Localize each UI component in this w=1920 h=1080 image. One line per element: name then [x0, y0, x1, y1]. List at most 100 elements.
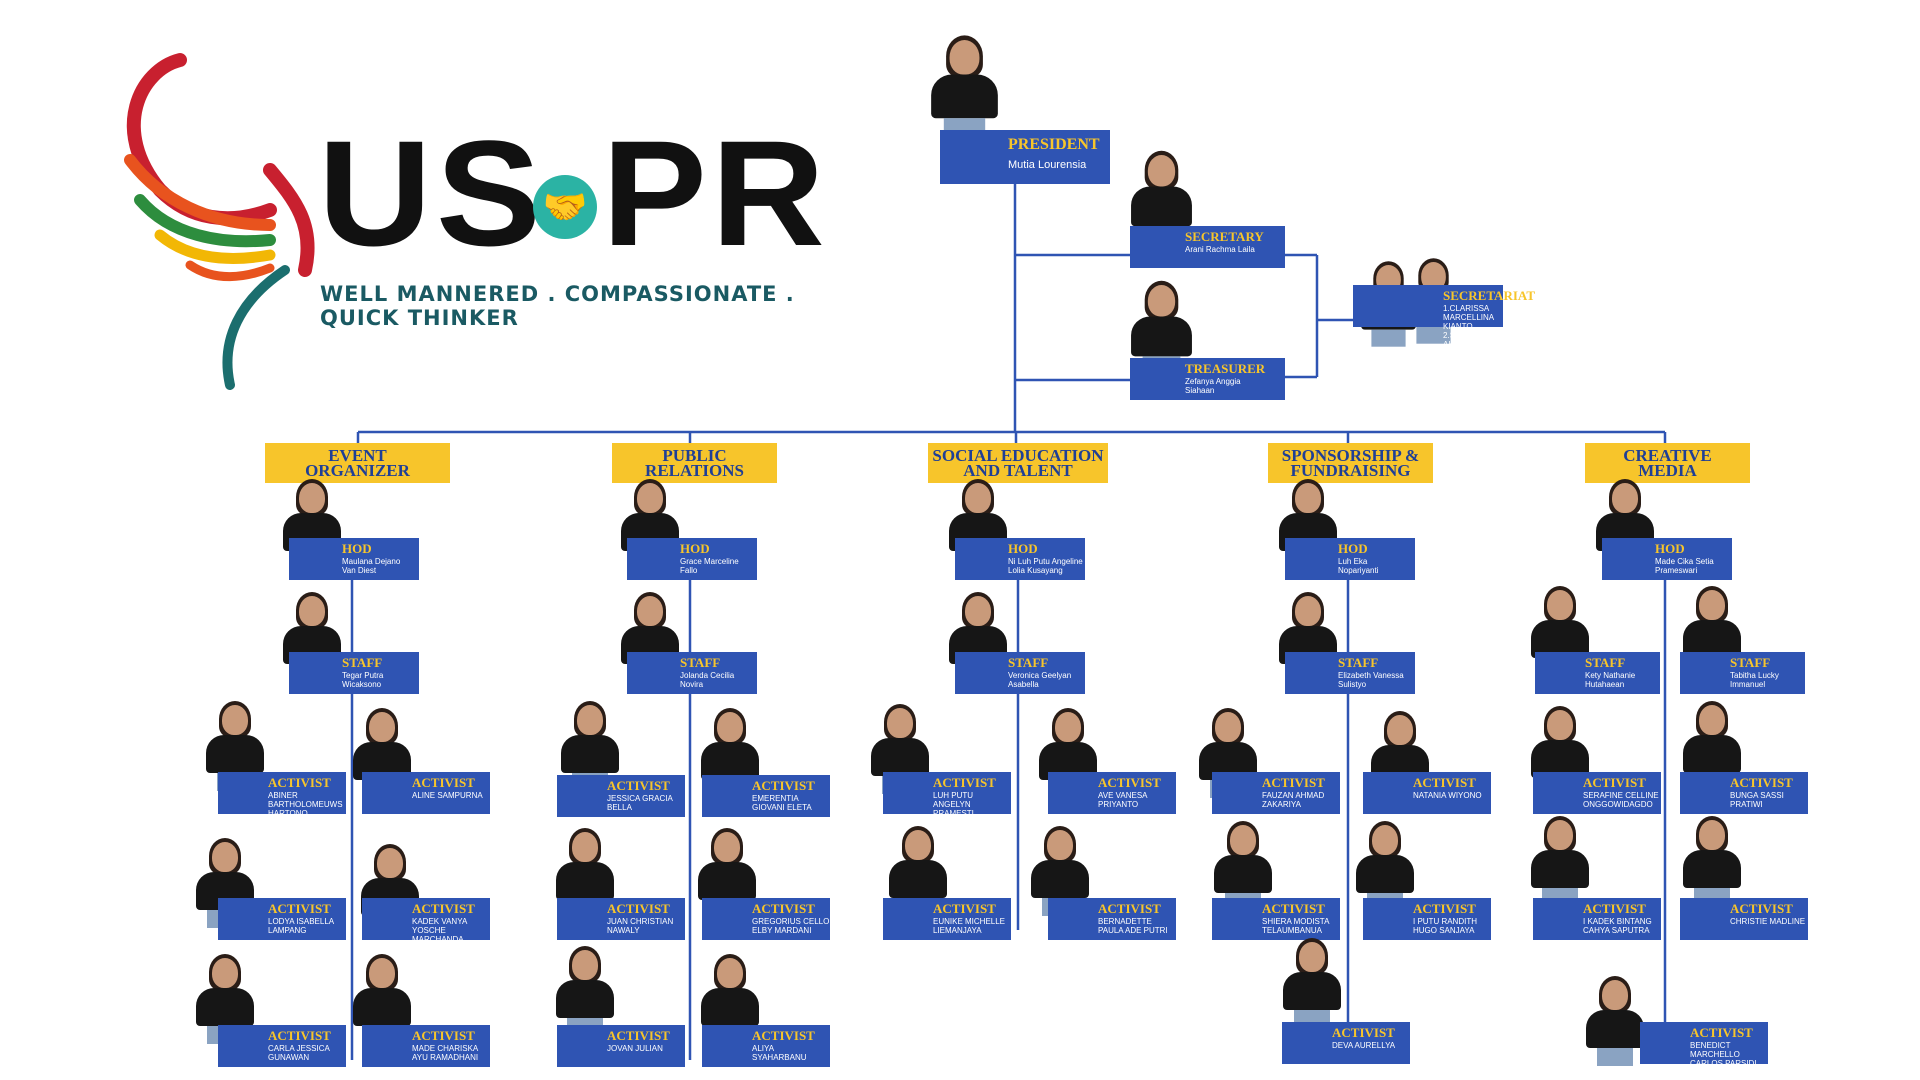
- member-name: EMERENTIA GIOVANI ELETA: [752, 794, 812, 812]
- member-role: ACTIVIST: [412, 901, 475, 916]
- member-name: I PUTU RANDITH HUGO SANJAYA: [1413, 917, 1477, 935]
- member-name: CHRISTIE MADLINE: [1730, 917, 1806, 926]
- member-name: LUH PUTU ANGELYN PRAMESTI MAHESAPUTRI: [933, 791, 991, 827]
- member-name: Zefanya Anggia Siahaan: [1185, 377, 1241, 395]
- member-photo: [1282, 938, 1342, 1028]
- member-name: Elizabeth Vanessa Sulistyo: [1338, 671, 1404, 689]
- member-photo: [1585, 976, 1645, 1066]
- member-name: LODYA ISABELLA LAMPANG: [268, 917, 335, 935]
- department-header: PUBLIC RELATIONS: [612, 443, 777, 483]
- member-photo: [205, 701, 265, 791]
- member-name: BUNGA SASSI PRATIWI: [1730, 791, 1784, 809]
- member-role: STAFF: [1585, 655, 1626, 670]
- member-role: ACTIVIST: [933, 901, 996, 916]
- member-photo: [555, 946, 615, 1036]
- member-name: SERAFINE CELLINE ONGGOWIDAGDO: [1583, 791, 1659, 809]
- member-name: JESSICA GRACIA BELLA: [607, 794, 673, 812]
- member-name: JUAN CHRISTIAN NAWALY: [607, 917, 674, 935]
- member-name: NATANIA WIYONO: [1413, 791, 1482, 800]
- member-role: ACTIVIST: [1413, 901, 1476, 916]
- member-role: ACTIVIST: [1730, 775, 1793, 790]
- member-role: HOD: [1338, 541, 1368, 556]
- member-name: BENEDICT MARCHELLO CARLOS PARSIDI: [1690, 1041, 1757, 1068]
- member-role: ACTIVIST: [268, 775, 331, 790]
- member-role: ACTIVIST: [1413, 775, 1476, 790]
- member-role: ACTIVIST: [1262, 901, 1325, 916]
- member-name: AVE VANESA PRIYANTO: [1098, 791, 1148, 809]
- member-role: ACTIVIST: [1690, 1025, 1753, 1040]
- member-name: Kety Nathanie Hutahaean: [1585, 671, 1636, 689]
- member-name: Ni Luh Putu Angeline Lolia Kusayang: [1008, 557, 1083, 575]
- member-role: STAFF: [1730, 655, 1771, 670]
- member-name: Tabitha Lucky Immanuel: [1730, 671, 1779, 689]
- member-name: Made Cika Setia Prameswari: [1655, 557, 1714, 575]
- member-role: ACTIVIST: [268, 901, 331, 916]
- phoenix-wing-icon: [124, 53, 315, 390]
- member-role: STAFF: [342, 655, 383, 670]
- member-role: STAFF: [1008, 655, 1049, 670]
- member-role: ACTIVIST: [607, 901, 670, 916]
- member-photo: [1130, 280, 1193, 376]
- member-role: ACTIVIST: [1262, 775, 1325, 790]
- member-name: ABINER BARTHOLOMEUWS HARTONO: [268, 791, 343, 818]
- member-role: ACTIVIST: [607, 778, 670, 793]
- member-name: KADEK VANYA YOSCHE MARCHANDA: [412, 917, 468, 944]
- department-header: SPONSORSHIP & FUNDRAISING: [1268, 443, 1433, 483]
- member-photo: [930, 35, 999, 139]
- member-role: HOD: [680, 541, 710, 556]
- member-role: TREASURER: [1185, 361, 1266, 376]
- member-role: ACTIVIST: [1098, 901, 1161, 916]
- member-name: FAUZAN AHMAD ZAKARIYA: [1262, 791, 1325, 809]
- member-role: STAFF: [1338, 655, 1379, 670]
- member-name: BERNADETTE PAULA ADE PUTRI: [1098, 917, 1168, 935]
- member-name: JOVAN JULIAN: [607, 1044, 663, 1053]
- member-role: ACTIVIST: [933, 775, 996, 790]
- member-name: GREGORIUS CELLO ELBY MARDANI: [752, 917, 830, 935]
- member-role: SECRETARIAT: [1443, 288, 1535, 303]
- member-role: ACTIVIST: [1583, 775, 1646, 790]
- member-role: ACTIVIST: [752, 901, 815, 916]
- member-name: MADE CHARISKA AYU RAMADHANI: [412, 1044, 479, 1062]
- member-name: 1.CLARISSA MARCELLINA KIANTO 2.SAVELINE …: [1443, 304, 1494, 367]
- member-role: HOD: [342, 541, 372, 556]
- member-role: ACTIVIST: [1730, 901, 1793, 916]
- member-role: PRESIDENT: [1008, 136, 1100, 153]
- member-name: Jolanda Cecilia Novira: [680, 671, 735, 689]
- member-photo: [1530, 816, 1590, 906]
- member-name: Luh Eka Nopariyanti: [1338, 557, 1379, 575]
- member-name: Grace Marceline Fallo: [680, 557, 739, 575]
- member-name: ALIYA SYAHARBANU: [752, 1044, 807, 1062]
- member-name: EUNIKE MICHELLE LIEMANJAYA: [933, 917, 1006, 935]
- uspr-logo: US·PR 🤝 WELL MANNERED . COMPASSIONATE . …: [120, 50, 840, 400]
- member-role: ACTIVIST: [412, 1028, 475, 1043]
- logo-tagline: WELL MANNERED . COMPASSIONATE . QUICK TH…: [320, 282, 795, 330]
- member-role: ACTIVIST: [412, 775, 475, 790]
- member-name: SHIERA MODISTA TELAUMBANUA: [1262, 917, 1330, 935]
- member-name: Veronica Geelyan Asabella: [1008, 671, 1072, 689]
- member-name: Tegar Putra Wicaksono: [342, 671, 384, 689]
- member-name: CARLA JESSICA GUNAWAN: [268, 1044, 330, 1062]
- member-role: ACTIVIST: [607, 1028, 670, 1043]
